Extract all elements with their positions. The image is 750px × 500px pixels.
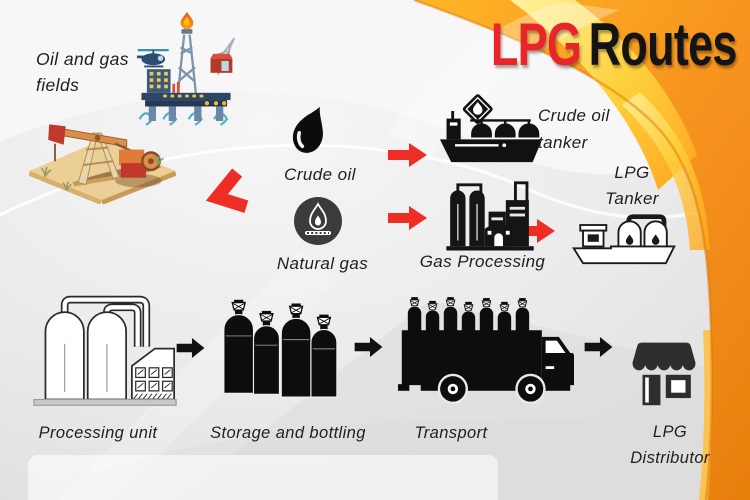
arrow-processing-to-storage: [176, 337, 205, 359]
offshore-rig-icon: [136, 11, 236, 126]
truck-icon: [398, 297, 574, 405]
processing-unit-label: Processing unit: [38, 424, 158, 442]
storage-bottling-label: Storage and bottling: [210, 424, 366, 442]
elbow-arrow: [205, 168, 249, 213]
title-lpg: LPG: [491, 11, 582, 78]
gas-processing-label: Gas Processing: [419, 252, 546, 271]
gas-cylinders-icon: [223, 299, 338, 398]
arrow-crude-to-tanker: [388, 143, 427, 167]
lpg-tanker-label: LPG Tanker: [605, 163, 659, 209]
processing-unit-icon: [33, 295, 177, 406]
natural-gas-icon: [294, 197, 342, 245]
arrow-transport-to-distributor: [584, 336, 613, 358]
transport-label: Transport: [414, 424, 488, 442]
crude-oil-tanker-icon: [439, 94, 543, 163]
arrow-processing-to-lpg-tanker: [516, 219, 555, 243]
crude-oil-tanker-label: Crude oil tanker: [538, 106, 610, 153]
arrow-storage-to-transport: [354, 336, 383, 358]
lpg-distributor-label: LPG Distributor: [630, 423, 710, 468]
lpg-tanker-icon: [572, 214, 676, 265]
title-routes: Routes: [588, 11, 738, 78]
oil-fields-label: Oil and gas fields: [36, 49, 129, 96]
store-icon: [632, 342, 696, 406]
crude-oil-label: Crude oil: [284, 165, 356, 184]
oil-drop-icon: [292, 106, 323, 153]
pumpjack-icon: [28, 124, 177, 204]
gas-processing-icon: [446, 181, 534, 251]
natural-gas-label: Natural gas: [276, 254, 369, 273]
arrow-gas-to-processing: [388, 206, 427, 230]
